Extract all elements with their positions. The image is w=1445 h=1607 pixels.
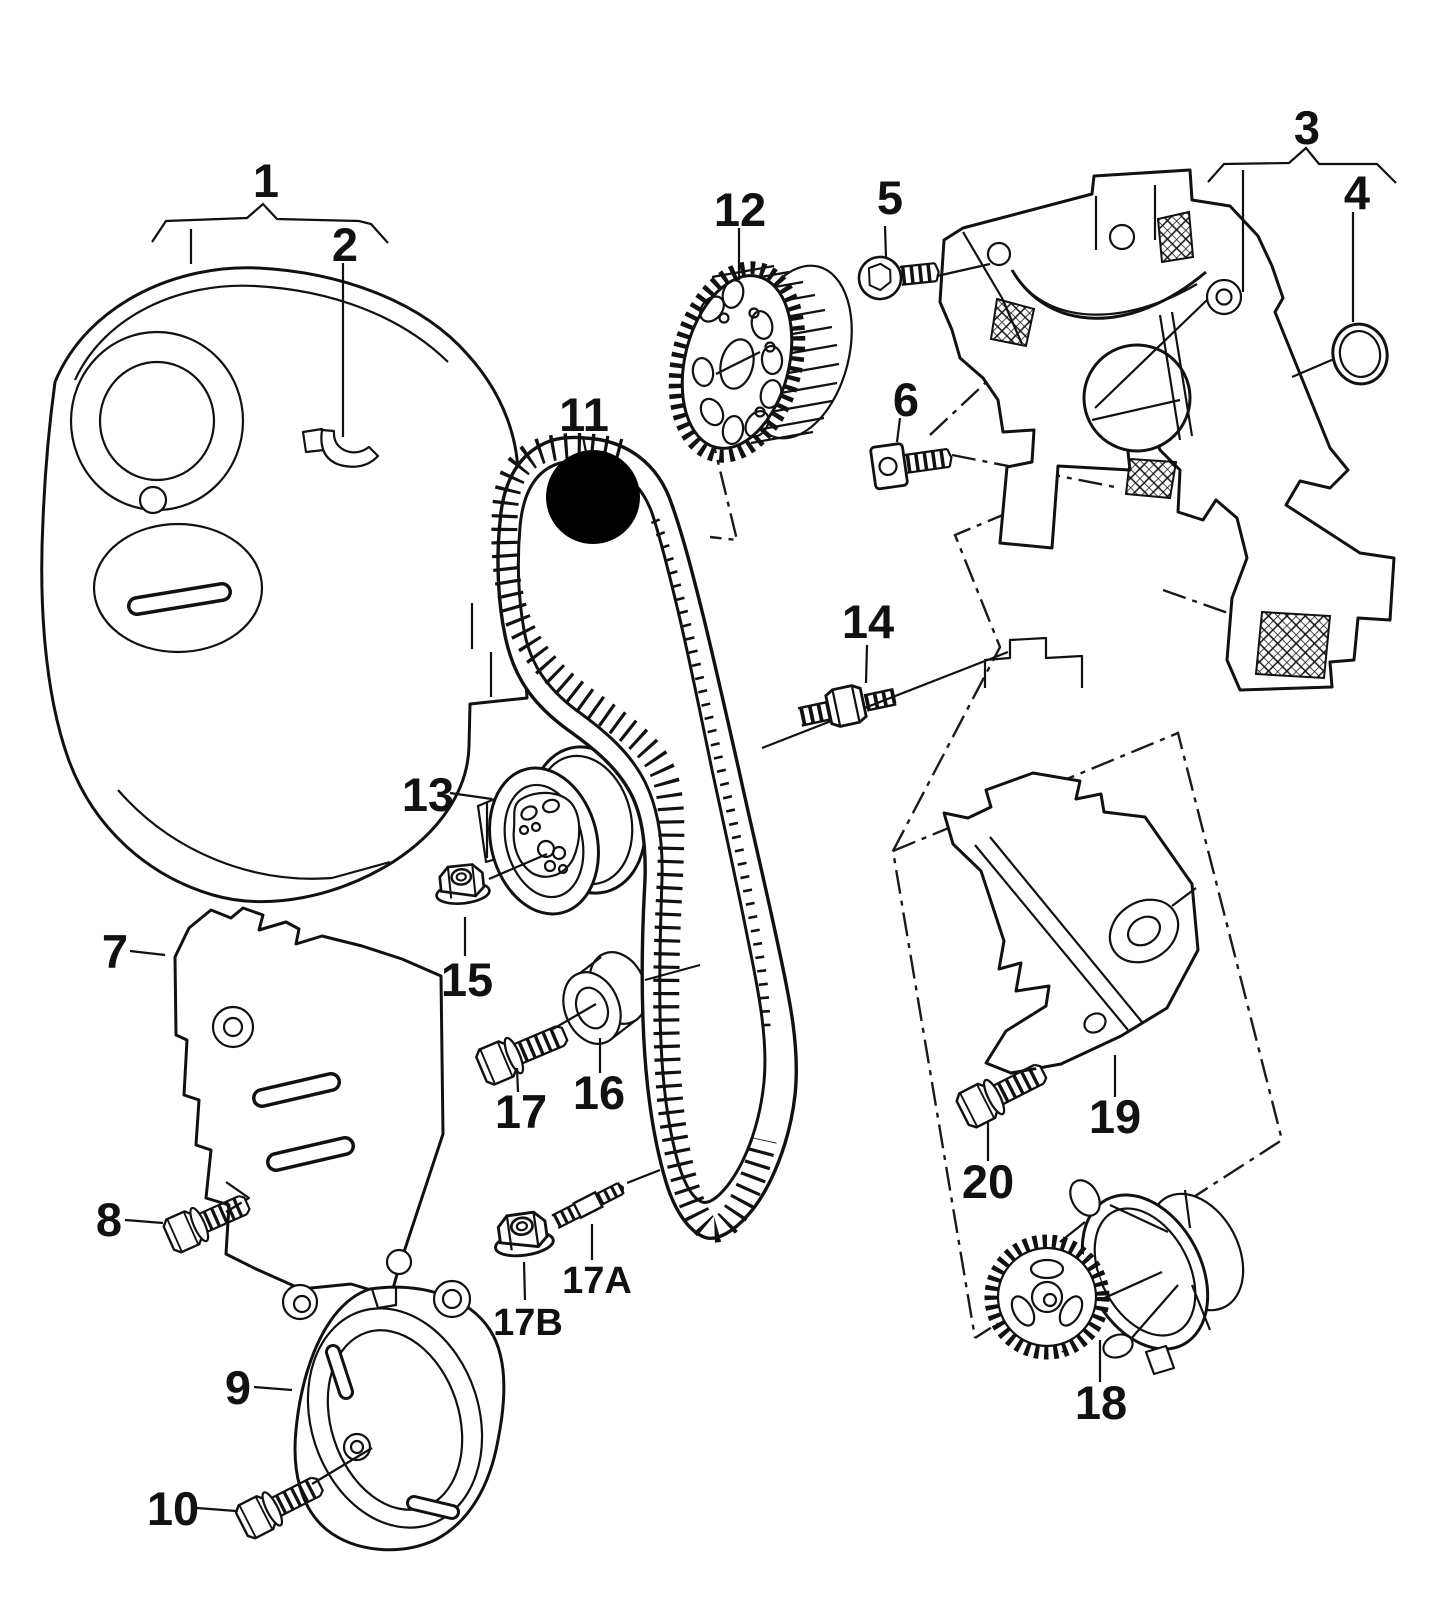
water-pump: [984, 1179, 1245, 1376]
highlight-dot: [546, 450, 640, 544]
belt-teeth-right-run: [650, 518, 771, 1031]
crankshaft-opening: [1082, 343, 1192, 453]
belt-outer-edge: [496, 435, 798, 1240]
part-label-2: 2: [332, 218, 358, 271]
plug-leader-line: [1291, 357, 1335, 379]
part-label-11: 11: [559, 388, 609, 441]
part-label-13: 13: [402, 768, 454, 821]
part-label-1: 1: [253, 154, 279, 207]
part-label-16: 16: [573, 1066, 625, 1119]
bracket-part-3: [1207, 146, 1397, 184]
lower-cover-plate: [281, 1279, 506, 1552]
part-label-5: 5: [877, 171, 903, 224]
part-label-4: 4: [1344, 166, 1370, 219]
leader-lines: [311, 852, 701, 1485]
bolt-5: [857, 255, 940, 301]
camshaft-sprocket: [668, 261, 853, 463]
tensioner-pulley: [476, 745, 647, 916]
flange-nut-17b: [489, 1208, 557, 1261]
callouts: 1 2 3 4 5 6 7 8 9 10 11 12 13 14 15 16: [96, 101, 1397, 1535]
part-label-10: 10: [147, 1482, 199, 1535]
part-label-18: 18: [1075, 1376, 1127, 1429]
part-label-17: 17: [495, 1085, 547, 1138]
bolt-5-leader: [936, 262, 991, 278]
part-label-12: 12: [714, 183, 766, 236]
belt-inner-edge: [516, 459, 767, 1204]
part-label-8: 8: [96, 1193, 122, 1246]
socket-bolt-6: [869, 442, 953, 491]
upper-timing-cover: [40, 266, 560, 904]
part-label-14: 14: [842, 595, 894, 648]
bracket-part-1: [151, 202, 389, 244]
stud-17a: [551, 1180, 626, 1229]
idler-roller: [562, 951, 648, 1045]
retaining-clip: [301, 427, 380, 468]
support-bracket: [942, 771, 1200, 1075]
part-label-19: 19: [1089, 1090, 1141, 1143]
rear-timing-cover: [938, 168, 1396, 692]
part-label-17b: 17B: [493, 1302, 563, 1344]
part-label-7: 7: [102, 925, 128, 978]
sprocket-teeth-ring: [668, 261, 806, 463]
part-label-9: 9: [225, 1361, 251, 1414]
center-timing-cover: [173, 906, 445, 1298]
stud-14: [796, 677, 900, 734]
part-label-20: 20: [962, 1155, 1014, 1208]
flange-nut-15: [432, 861, 492, 908]
timing-belt: [491, 433, 798, 1243]
sealing-plug: [1331, 322, 1389, 386]
part-label-6: 6: [893, 373, 919, 426]
part-label-17a: 17A: [562, 1260, 632, 1302]
part-label-15: 15: [441, 953, 493, 1006]
part-label-3: 3: [1294, 101, 1320, 154]
